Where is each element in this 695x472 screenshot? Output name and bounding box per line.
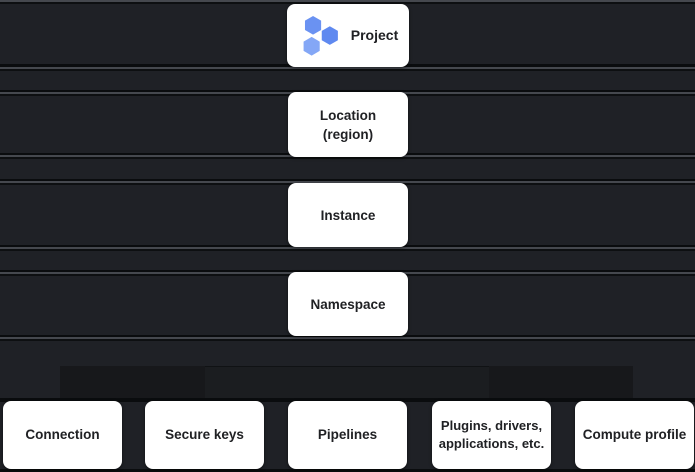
connection-node: Connection (3, 401, 122, 469)
plugins-node: Plugins, drivers, applications, etc. (432, 401, 551, 469)
plugins-label: Plugins, drivers, applications, etc. (438, 418, 545, 451)
hexagon-right (321, 25, 338, 45)
location-node: Location (region) (288, 92, 408, 157)
pipelines-label: Pipelines (317, 427, 378, 442)
secure-keys-label: Secure keys (165, 427, 244, 442)
pipelines-node: Pipelines (288, 401, 407, 469)
namespace-inner-left-rect (60, 366, 205, 400)
compute-profile-label: Compute profile (582, 427, 687, 442)
connection-label: Connection (25, 427, 100, 442)
project-location-gap-band (0, 67, 695, 90)
hexagon-bottom (303, 36, 320, 56)
location-instance-gap-band (0, 155, 695, 179)
namespace-label: Namespace (310, 296, 386, 312)
namespace-node: Namespace (288, 272, 408, 336)
instance-namespace-gap-band (0, 247, 695, 270)
hexagon-top (304, 15, 321, 35)
project-node: Project (287, 4, 409, 67)
leaf-row-top-separator (0, 398, 695, 402)
secure-keys-node: Secure keys (145, 401, 264, 469)
location-label: Location (region) (319, 107, 377, 142)
compute-profile-node: Compute profile (575, 401, 694, 469)
project-label: Project (350, 27, 399, 43)
instance-label: Instance (320, 207, 376, 223)
namespace-inner-right-rect (489, 366, 633, 400)
hexagon-cluster-icon (303, 15, 338, 56)
instance-node: Instance (288, 183, 408, 247)
